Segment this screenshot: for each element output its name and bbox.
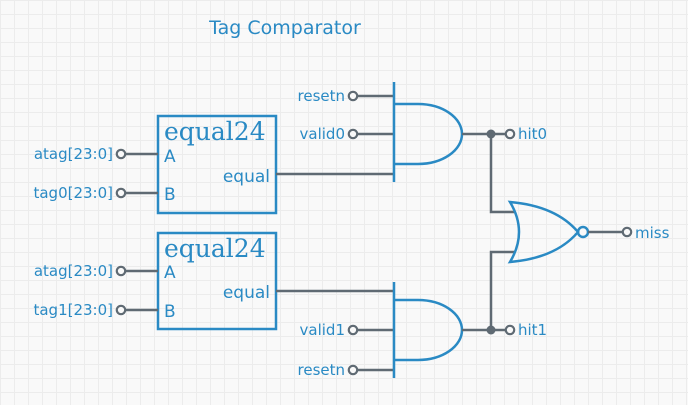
terminal-hit1[interactable] [504, 324, 516, 336]
comparator-1-pin-equal: equal [223, 167, 270, 187]
terminal-valid1[interactable] [347, 324, 359, 336]
wire-hit0-to-nor [489, 134, 515, 214]
label-valid1: valid1 [300, 321, 345, 339]
label-valid0: valid0 [300, 125, 345, 143]
label-tag0: tag0[23:0] [33, 184, 113, 202]
input-resetn-bottom[interactable]: resetn [298, 361, 359, 379]
comparator-2-pin-a: A [164, 263, 176, 283]
input-tag0[interactable]: tag0[23:0] [33, 184, 158, 202]
wire-hit1-to-nor [489, 250, 515, 330]
comparator-1-pin-b: B [164, 185, 176, 205]
label-tag1: tag1[23:0] [33, 301, 113, 319]
label-resetn-top: resetn [298, 87, 346, 105]
nor-body [507, 200, 580, 264]
comparator-1-body [156, 114, 278, 215]
label-hit1: hit1 [518, 321, 547, 339]
output-miss[interactable]: miss [621, 224, 670, 242]
terminal-miss[interactable] [621, 226, 633, 238]
comparator-2-pin-equal: equal [223, 283, 270, 303]
comparator-block-1[interactable]: equal24 A B equal [156, 114, 278, 215]
junction-hit0 [486, 129, 496, 139]
comparator-2-pin-b: B [164, 302, 176, 322]
comparator-2-body [156, 231, 278, 331]
comparator-1-name: equal24 [164, 117, 266, 146]
input-valid1[interactable]: valid1 [300, 321, 359, 339]
net-hit1[interactable]: hit1 [462, 250, 547, 339]
terminal-hit0[interactable] [504, 128, 516, 140]
input-resetn-top[interactable]: resetn [298, 87, 359, 105]
terminal-tag0[interactable] [115, 187, 127, 199]
label-atag-bottom: atag[23:0] [34, 262, 113, 280]
comparator-block-2[interactable]: equal24 A B equal [156, 231, 278, 331]
input-tag1[interactable]: tag1[23:0] [33, 301, 158, 319]
nor-gate[interactable] [507, 200, 623, 264]
terminal-atag-top[interactable] [115, 148, 127, 160]
input-atag-top[interactable]: atag[23:0] [34, 145, 158, 163]
terminal-atag-bottom[interactable] [115, 265, 127, 277]
junction-hit1 [486, 325, 496, 335]
input-valid0[interactable]: valid0 [300, 125, 359, 143]
terminal-tag1[interactable] [115, 304, 127, 316]
and-bottom-body [394, 298, 464, 362]
comparator-1-pin-a: A [164, 147, 176, 167]
terminal-valid0[interactable] [347, 128, 359, 140]
net-hit0[interactable]: hit0 [462, 125, 547, 214]
diagram-title: Tag Comparator [208, 17, 361, 39]
input-atag-bottom[interactable]: atag[23:0] [34, 262, 158, 280]
terminal-resetn-top[interactable] [347, 90, 359, 102]
and-top-body [394, 102, 464, 166]
label-resetn-bottom: resetn [298, 361, 346, 379]
terminal-resetn-bottom[interactable] [347, 364, 359, 376]
label-atag-top: atag[23:0] [34, 145, 113, 163]
label-hit0: hit0 [518, 125, 547, 143]
comparator-2-name: equal24 [164, 234, 266, 263]
label-miss: miss [635, 224, 670, 242]
